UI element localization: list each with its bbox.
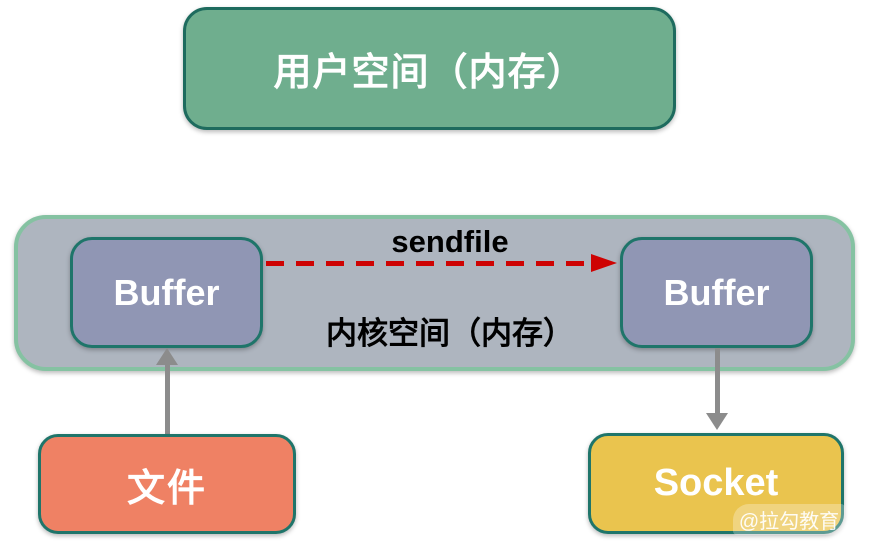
watermark-text: @拉勾教育 bbox=[738, 511, 840, 533]
buffer-left-label: Buffer bbox=[113, 271, 220, 313]
kernel-space-label: 内核空间（内存） bbox=[326, 316, 574, 351]
buffer-to-socket-arrow-line bbox=[715, 348, 720, 414]
file-box: 文件 bbox=[38, 434, 296, 534]
buffer-right-box: Buffer bbox=[620, 237, 813, 348]
sendfile-dashed-arrow bbox=[266, 261, 592, 266]
sendfile-label: sendfile bbox=[391, 224, 509, 259]
buffer-left-box: Buffer bbox=[70, 237, 263, 348]
sendfile-arrowhead-icon bbox=[591, 254, 617, 272]
file-to-buffer-arrow-line bbox=[165, 363, 170, 434]
watermark-badge: @拉勾教育 bbox=[733, 504, 845, 535]
file-label: 文件 bbox=[126, 467, 207, 510]
buffer-right-label: Buffer bbox=[663, 271, 770, 313]
socket-box: Socket bbox=[588, 433, 844, 534]
user-space-box: 用户空间（内存） bbox=[183, 7, 676, 130]
buffer-to-socket-arrowhead-icon bbox=[706, 413, 728, 430]
file-to-buffer-arrowhead-icon bbox=[156, 348, 178, 365]
user-space-label: 用户空间（内存） bbox=[273, 52, 586, 94]
socket-label: Socket bbox=[653, 462, 779, 504]
